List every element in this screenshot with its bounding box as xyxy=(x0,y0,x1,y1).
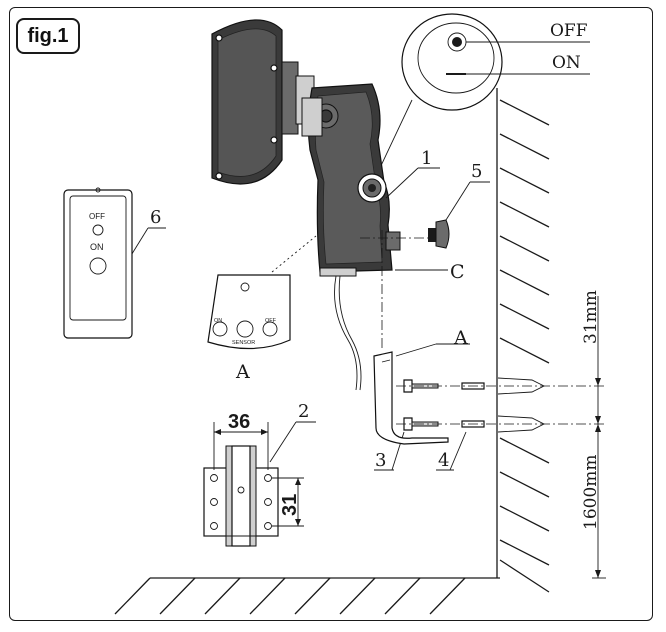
callout-c: C xyxy=(450,261,465,283)
callout-2: 2 xyxy=(298,401,309,422)
bracket-part-2 xyxy=(203,445,279,547)
switch-off-label: OFF xyxy=(550,21,588,41)
lamp-head xyxy=(211,19,315,185)
hole-spacing-label: 31mm xyxy=(581,290,601,344)
bracket-dimensions: 36 31 xyxy=(213,411,304,527)
remote-off-label: OFF xyxy=(89,212,105,221)
figure-frame xyxy=(9,7,653,621)
mount-height-label: 1600mm xyxy=(581,454,601,530)
figure-label: fig.1 xyxy=(16,18,80,54)
main-housing xyxy=(301,83,401,391)
part-5-knob xyxy=(360,219,450,249)
callout-4: 4 xyxy=(438,450,449,471)
callouts: 1 5 C A 3 4 6 2 xyxy=(121,148,490,471)
sensor-panel-view-a: ON OFF SENSOR A xyxy=(207,235,317,383)
remote-control: OFF ON xyxy=(63,187,133,339)
callout-a: A xyxy=(453,327,468,349)
callout-1: 1 xyxy=(421,148,432,169)
wall xyxy=(496,88,550,593)
callout-5: 5 xyxy=(471,161,482,182)
callout-3: 3 xyxy=(375,450,386,471)
remote-on-label: ON xyxy=(90,242,104,252)
wall-bracket xyxy=(373,351,449,445)
floor xyxy=(114,577,500,615)
switch-detail: OFF ON xyxy=(377,13,590,173)
right-dimensions: 31mm 1600mm xyxy=(581,290,606,579)
callout-6: 6 xyxy=(150,207,161,228)
panel-on-label: ON xyxy=(214,318,222,324)
bracket-width-label: 36 xyxy=(228,411,250,433)
panel-sensor-label: SENSOR xyxy=(232,340,255,346)
panel-view-label: A xyxy=(235,361,250,383)
panel-off-label: OFF xyxy=(265,318,277,324)
switch-on-label: ON xyxy=(552,53,581,73)
bracket-height-label: 31 xyxy=(279,494,301,516)
